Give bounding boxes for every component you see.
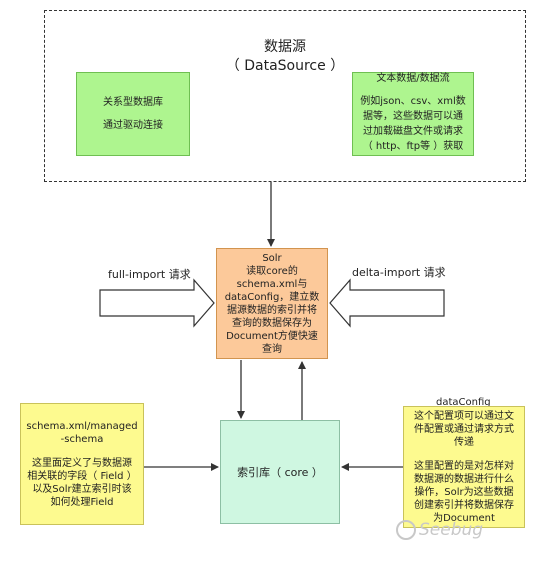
datasource-title-main: 数据源 <box>264 39 306 55</box>
text-data-line: 例如json、csv、xml数 <box>360 96 466 107</box>
datasource-title: 数据源 （ DataSource ） <box>44 38 526 76</box>
solr-line: dataConfig，建立数 <box>224 291 320 303</box>
text-data-line: （ http、ftp等 ）获取 <box>362 141 464 152</box>
dataconfig-line: 操作，Solr为这些数据 <box>414 486 514 498</box>
dataconfig-line: 为Document <box>433 512 495 524</box>
schema-desc-line: 相关联的字段（ Field ） <box>27 470 137 482</box>
dataconfig-line: 创建索引并将数据保存 <box>414 499 514 511</box>
text-data-line: 过加载磁盘文件或请求 <box>363 126 463 137</box>
solr-line: Document方便快速 <box>226 330 318 342</box>
core-label: 索引库（ core ） <box>237 466 323 479</box>
delta-import-label: delta-import 请求 <box>352 266 446 279</box>
dataconfig-line: 数据源的数据进行什么 <box>414 473 514 485</box>
dataconfig-line: 件配置或通过请求方式 <box>414 423 514 435</box>
schema-title-line: schema.xml/managed <box>26 420 138 432</box>
full-import-arrow <box>99 278 215 328</box>
delta-import-arrow <box>329 278 445 328</box>
seebug-watermark: Seebug <box>396 520 483 540</box>
solr-line: Solr <box>262 252 282 264</box>
datasource-title-sub: （ DataSource ） <box>225 58 345 74</box>
text-data-line: 据等，这些数据可以通 <box>363 111 463 122</box>
solr-line: 读取core的 <box>246 265 298 277</box>
text-data-node: 文本数据/数据流 例如json、csv、xml数 据等，这些数据可以通 过加载磁… <box>352 72 474 156</box>
text-data-title: 文本数据/数据流 <box>376 73 450 84</box>
dataconfig-line: 这里配置的是对怎样对 <box>414 460 514 472</box>
relational-db-node: 关系型数据库 通过驱动连接 <box>76 72 190 156</box>
relational-db-desc: 通过驱动连接 <box>103 120 163 131</box>
schema-desc-line: 如何处理Field <box>50 496 114 508</box>
schema-title-line: -schema <box>60 433 104 445</box>
seebug-logo-icon <box>396 520 416 540</box>
dataconfig-line: 这个配置项可以通过文 <box>414 410 514 422</box>
solr-line: schema.xml与 <box>236 278 308 290</box>
dataconfig-node: 这个配置项可以通过文 件配置或通过请求方式 传递 这里配置的是对怎样对 数据源的… <box>403 406 525 528</box>
solr-line: 查询 <box>262 343 282 355</box>
core-node: 索引库（ core ） <box>220 420 340 524</box>
full-import-label: full-import 请求 <box>108 268 191 281</box>
relational-db-label: 关系型数据库 <box>103 97 163 108</box>
solr-line: 查询的数据保存为 <box>232 317 312 329</box>
datasource-frame <box>44 10 526 182</box>
schema-desc-line: 这里面定义了与数据源 <box>32 457 132 469</box>
seebug-watermark-text: Seebug <box>419 520 484 540</box>
solr-line: 据源数据的索引并将 <box>227 304 317 316</box>
solr-node: Solr 读取core的 schema.xml与 dataConfig，建立数 … <box>216 248 328 359</box>
schema-node: schema.xml/managed -schema 这里面定义了与数据源 相关… <box>20 403 144 525</box>
schema-desc-line: 以及Solr建立索引时该 <box>32 483 132 495</box>
dataconfig-title: dataConfig <box>436 397 491 408</box>
dataconfig-line: 传递 <box>454 436 474 448</box>
